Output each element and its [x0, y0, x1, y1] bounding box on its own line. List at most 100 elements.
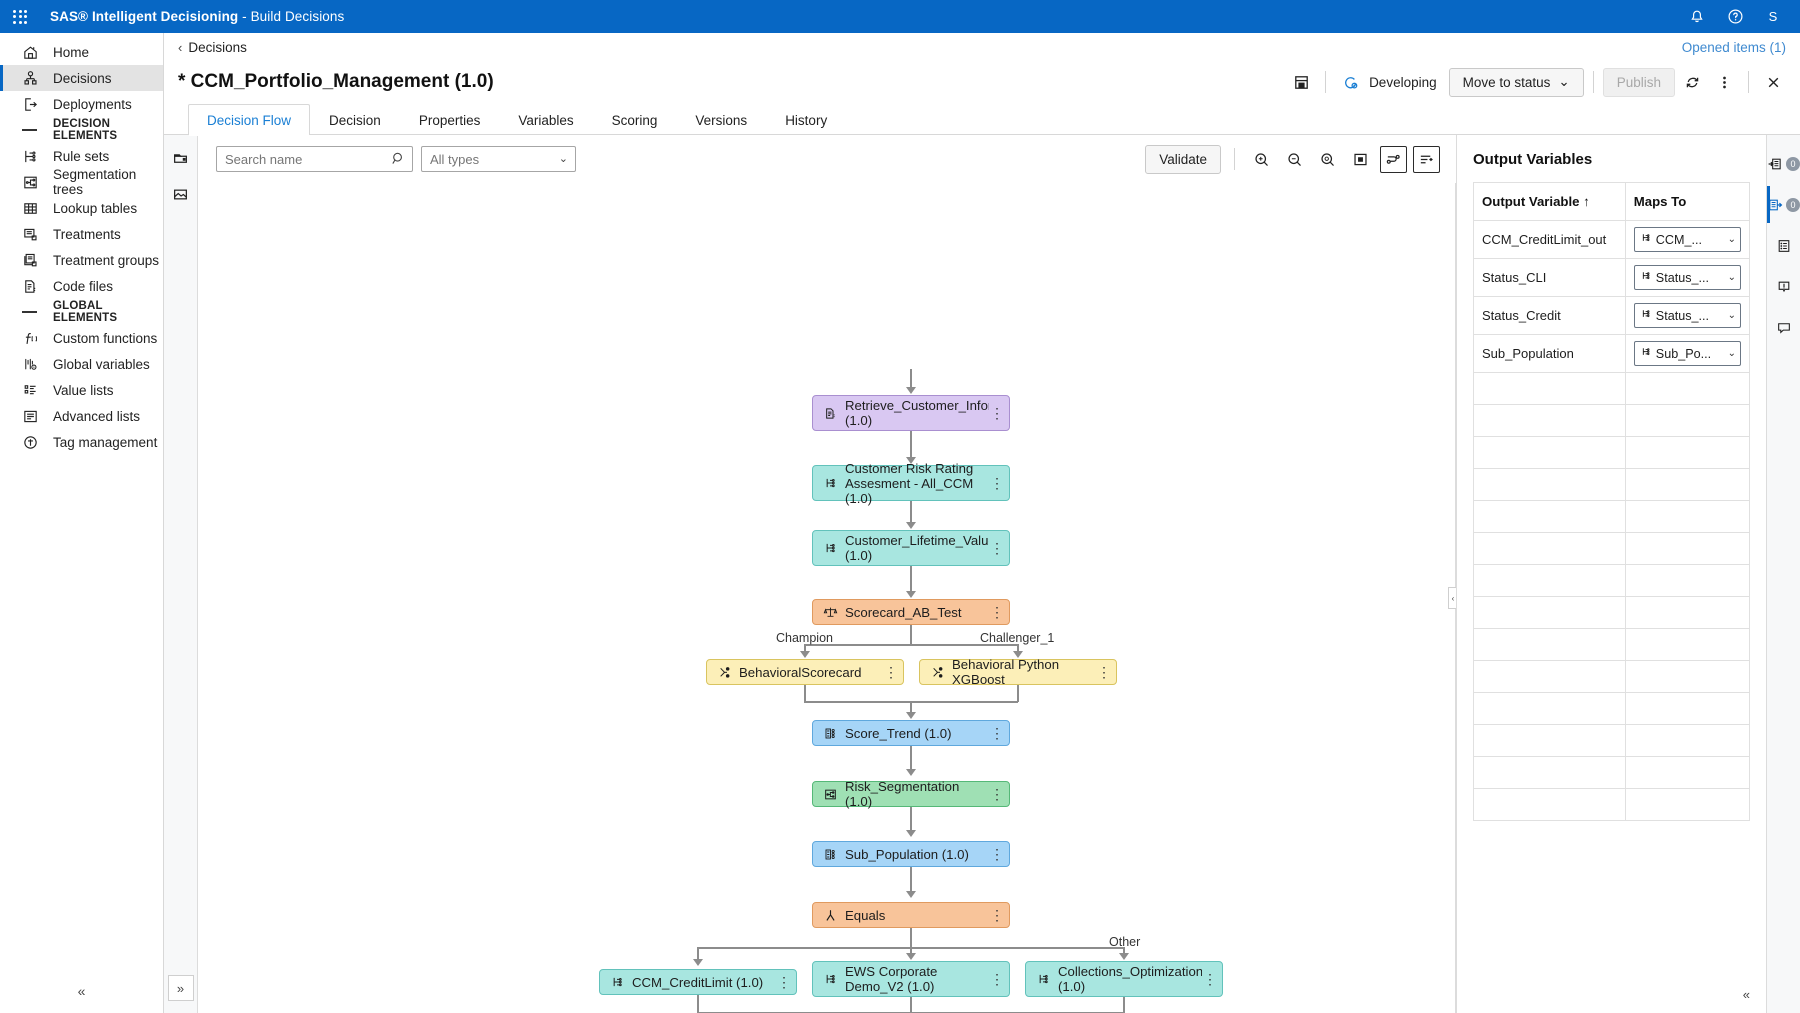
tab-history[interactable]: History	[785, 112, 828, 128]
sidebar-item-treatment-groups[interactable]: Treatment groups	[0, 247, 163, 273]
output-variables-panel: Output Variables Output Variable ↑ Maps …	[1456, 135, 1766, 1013]
flow-node-menu-icon[interactable]: ⋮	[990, 604, 1004, 620]
flow-node-ccm-creditlimit[interactable]: CCM_CreditLimit (1.0) ⋮	[599, 969, 797, 995]
flow-node-behavioral-scorecard[interactable]: BehavioralScorecard ⋮	[706, 659, 904, 685]
app-grid-icon[interactable]	[0, 9, 40, 24]
flow-node-menu-icon[interactable]: ⋮	[884, 664, 898, 680]
table-row[interactable]: CCM_CreditLimit_out CCM_... ⌄	[1473, 220, 1751, 259]
flow-node-collections-optimization[interactable]: Collections_Optimization_CCM (1.0) ⋮	[1025, 961, 1223, 997]
tab-scoring[interactable]: Scoring	[611, 112, 658, 128]
edge-segment	[697, 947, 699, 960]
tag-icon	[22, 434, 39, 451]
input-variables-icon[interactable]: 0	[1767, 143, 1800, 184]
avatar[interactable]: S	[1756, 0, 1790, 33]
flow-node-menu-icon[interactable]: ⋮	[990, 725, 1004, 741]
sidebar-item-segmentation-trees[interactable]: Segmentation trees	[0, 167, 163, 197]
flow-node-behavioral-python-xgboost[interactable]: Behavioral Python XGBoost ⋮	[919, 657, 1117, 687]
sidebar-item-lookup-tables[interactable]: Lookup tables	[0, 195, 163, 221]
home-icon	[22, 44, 39, 61]
sidebar-item-value-lists[interactable]: Value lists	[0, 377, 163, 403]
refresh-icon[interactable]	[1677, 67, 1707, 97]
flow-node-label: Risk_Segmentation (1.0)	[845, 779, 960, 809]
sidebar-item-treatments[interactable]: Treatments	[0, 221, 163, 247]
flow-node-menu-icon[interactable]: ⋮	[1203, 971, 1217, 987]
flow-node-menu-icon[interactable]: ⋮	[990, 540, 1004, 556]
maps-to-select[interactable]: Status_... ⌄	[1633, 265, 1741, 290]
column-header-maps-to[interactable]: Maps To	[1624, 182, 1751, 221]
sidebar-collapse-button[interactable]: «	[77, 983, 86, 999]
left-rail-expand-button[interactable]: »	[167, 975, 194, 1001]
panel-collapse-button[interactable]: «	[1742, 986, 1750, 1002]
kebab-menu-icon[interactable]	[1709, 67, 1739, 97]
flow-node-menu-icon[interactable]: ⋮	[1097, 664, 1111, 680]
comments-icon[interactable]	[1767, 307, 1800, 348]
question-circle-icon[interactable]	[1718, 0, 1752, 33]
tab-decision-flow[interactable]: Decision Flow	[188, 104, 311, 136]
close-icon[interactable]	[1758, 67, 1788, 97]
sidebar-item-global-variables[interactable]: Global variables	[0, 351, 163, 377]
zoom-in-icon[interactable]	[1248, 146, 1275, 173]
flow-canvas[interactable]: Champion Challenger_1 Other Retrieve_Cus…	[198, 183, 1456, 1013]
zoom-reset-icon[interactable]	[1314, 146, 1341, 173]
flow-node-menu-icon[interactable]: ⋮	[990, 907, 1004, 923]
sidebar-item-rule-sets[interactable]: Rule sets	[0, 143, 163, 169]
flow-node-customer-risk-rating[interactable]: Customer Risk Rating Assesment - All_CCM…	[812, 461, 1010, 506]
sidebar-item-custom-functions[interactable]: Custom functions	[0, 325, 163, 351]
sidebar-item-home[interactable]: Home	[0, 39, 163, 65]
sidebar-item-advanced-lists[interactable]: Advanced lists	[0, 403, 163, 429]
flow-node-menu-icon[interactable]: ⋮	[777, 974, 791, 990]
table-row-empty	[1473, 660, 1751, 693]
flow-node-menu-icon[interactable]: ⋮	[990, 846, 1004, 862]
table-row[interactable]: Sub_Population Sub_Po... ⌄	[1473, 334, 1751, 373]
image-node-icon[interactable]	[166, 179, 196, 209]
maps-to-select[interactable]: CCM_... ⌄	[1633, 227, 1741, 252]
flow-node-menu-icon[interactable]: ⋮	[990, 786, 1004, 802]
flow-node-menu-icon[interactable]: ⋮	[990, 405, 1004, 421]
panel-collapse-handle[interactable]: ‹	[1448, 587, 1456, 609]
breadcrumb-back-decisions[interactable]: ‹ Decisions	[178, 40, 247, 55]
sidebar-item-tag-management[interactable]: Tag management	[0, 429, 163, 455]
maps-to-select[interactable]: Sub_Po... ⌄	[1633, 341, 1741, 366]
layout-compact-icon[interactable]	[1413, 145, 1440, 173]
chevron-left-icon: ‹	[178, 39, 183, 55]
maps-to-select[interactable]: Status_... ⌄	[1633, 303, 1741, 328]
flow-node-menu-icon[interactable]: ⋮	[990, 475, 1004, 491]
tab-variables[interactable]: Variables	[518, 112, 574, 128]
tab-properties[interactable]: Properties	[418, 112, 481, 128]
sidebar-item-deployments[interactable]: Deployments	[0, 91, 163, 117]
flow-node-ews-corporate-demo[interactable]: EWS Corporate Demo_V2 (1.0) ⋮	[812, 961, 1010, 997]
fit-to-page-icon[interactable]	[1347, 146, 1374, 173]
zoom-out-icon[interactable]	[1281, 146, 1308, 173]
opened-items-link[interactable]: Opened items (1)	[1681, 39, 1786, 55]
flow-node-customer-lifetime-value[interactable]: Customer_Lifetime_Value (1.0) ⋮	[812, 530, 1010, 566]
search-input[interactable]	[216, 146, 413, 172]
save-icon[interactable]	[1286, 67, 1316, 97]
flow-node-equals[interactable]: Equals ⋮	[812, 902, 1010, 928]
alerts-icon[interactable]	[1767, 266, 1800, 307]
type-filter-select[interactable]: All types	[421, 146, 576, 172]
sidebar-item-code-files[interactable]: Code files	[0, 273, 163, 299]
table-row[interactable]: Status_Credit Status_... ⌄	[1473, 296, 1751, 335]
flow-node-retrieve-customer-information[interactable]: Retrieve_Customer_Information (1.0) ⋮	[812, 395, 1010, 431]
layout-flow-icon[interactable]	[1380, 145, 1407, 173]
properties-panel-icon[interactable]	[1767, 225, 1800, 266]
move-to-status-button[interactable]: Move to status ⌄	[1448, 67, 1584, 97]
flow-node-score-trend[interactable]: Score_Trend (1.0) ⋮	[812, 720, 1010, 746]
flow-node-menu-icon[interactable]: ⋮	[990, 971, 1004, 987]
column-header-output-variable[interactable]: Output Variable ↑	[1473, 182, 1626, 221]
validate-button[interactable]: Validate	[1145, 144, 1221, 174]
objects-folder-icon[interactable]	[166, 143, 196, 173]
tab-decision[interactable]: Decision	[329, 112, 381, 128]
bell-icon[interactable]	[1680, 0, 1714, 33]
publish-button[interactable]: Publish	[1602, 67, 1675, 97]
tab-versions[interactable]: Versions	[695, 112, 748, 128]
flow-node-scorecard-ab-test[interactable]: Scorecard_AB_Test ⋮	[812, 599, 1010, 625]
table-row[interactable]: Status_CLI Status_... ⌄	[1473, 258, 1751, 297]
output-variables-icon[interactable]: 0	[1766, 184, 1800, 225]
flow-node-risk-segmentation[interactable]: Risk_Segmentation (1.0) ⋮	[812, 779, 1010, 809]
flow-node-sub-population[interactable]: Sub_Population (1.0) ⋮	[812, 841, 1010, 867]
ruleset-icon	[822, 541, 838, 556]
cell-empty	[1624, 628, 1751, 661]
sidebar-item-label: Lookup tables	[53, 200, 138, 216]
sidebar-item-decisions[interactable]: Decisions	[0, 65, 163, 91]
